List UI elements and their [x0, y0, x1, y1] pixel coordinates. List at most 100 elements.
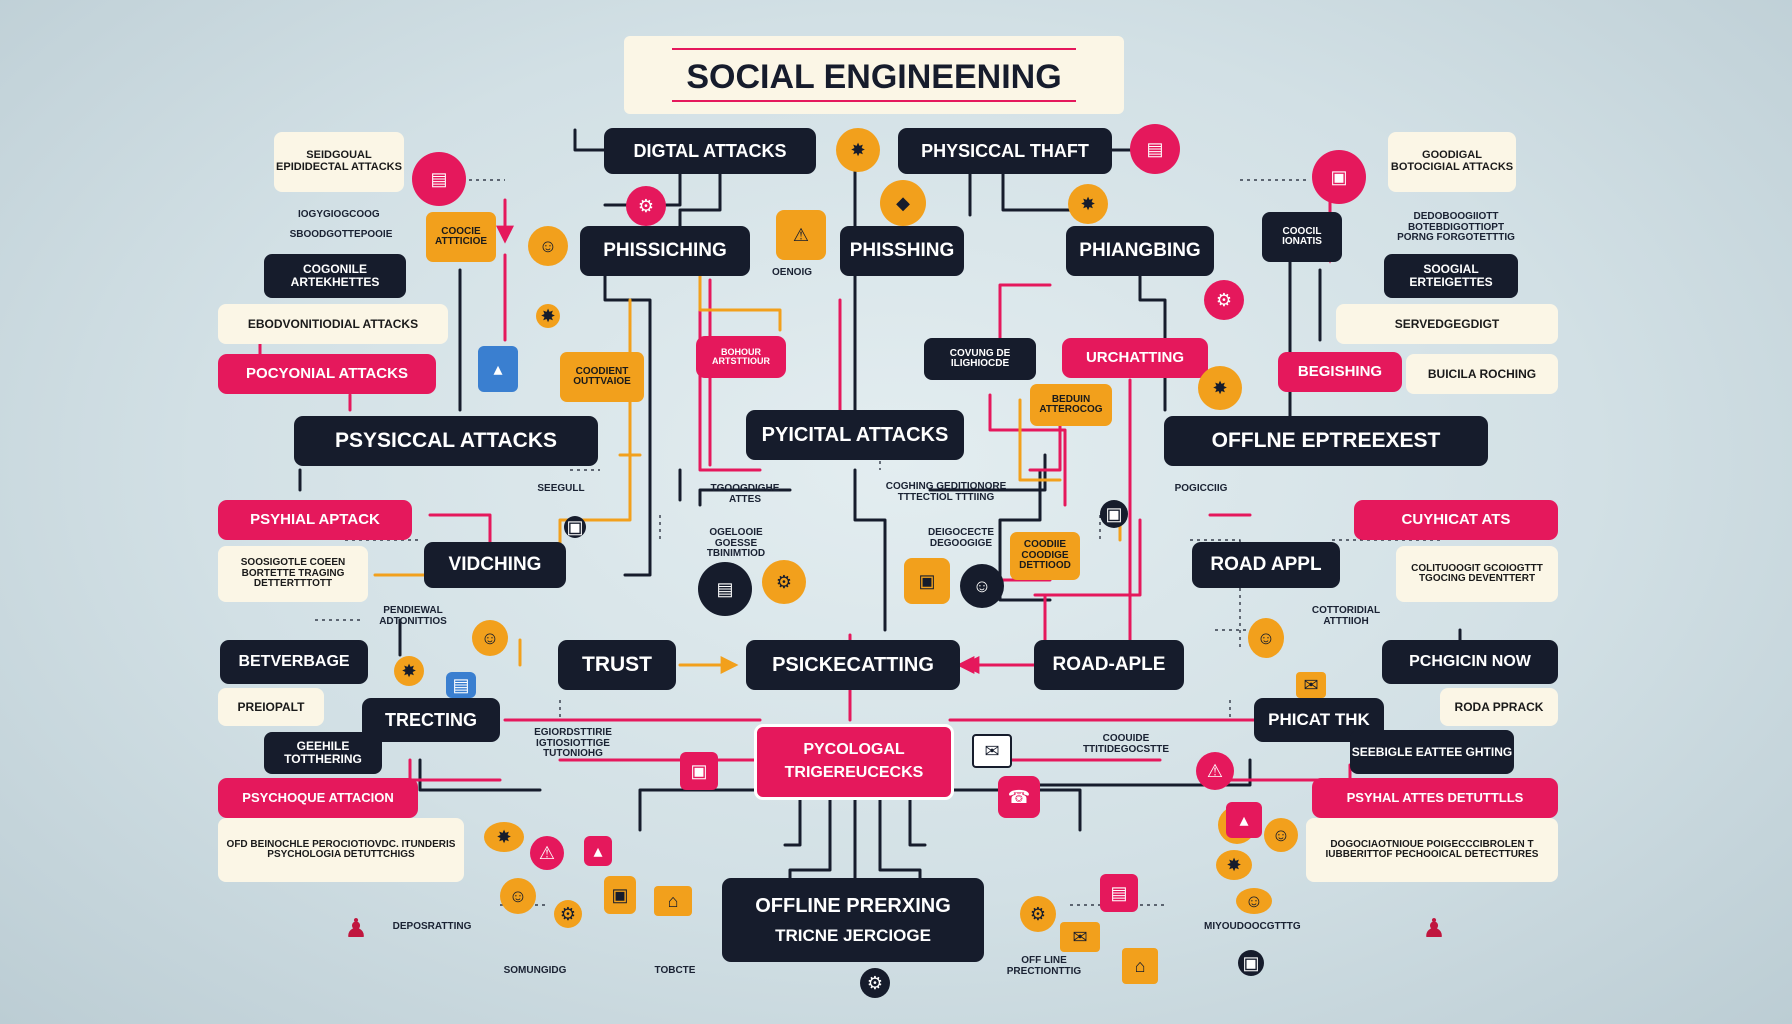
diagram-title: SOCIAL ENGINEENING [624, 36, 1124, 114]
text-t6: COGHING GEDITIONORE TTTECTIOL TTTIING [885, 481, 1007, 503]
node-phisiching: PHISSICHING [580, 226, 750, 276]
envelope-icon: ✉ [1296, 672, 1326, 698]
label-right-long: SERVEDGEGDIGT [1336, 304, 1558, 344]
person-icon: ☺ [1264, 818, 1298, 852]
brain-icon: ✸ [1198, 366, 1242, 410]
person-icon: ☺ [528, 226, 568, 266]
label-covung: COVUNG DE ILIGHIOCDE [924, 338, 1036, 380]
label-soodigal: SOOGIAL ERTEIGETTES [1384, 254, 1518, 298]
shield-icon: ▴ [478, 346, 518, 392]
node-offline-prerexing-title: OFFLINE PRERXING [755, 894, 951, 917]
node-pchgicin-now: PCHGICIN NOW [1382, 640, 1558, 684]
label-cookie: COOCIE ATTTICIOE [426, 212, 496, 262]
label-urchatting: URCHATTING [1062, 338, 1208, 378]
text-t4: PENDIEWAL ADTONITTIOS [379, 605, 447, 627]
brain-icon: ✸ [394, 656, 424, 686]
node-digital-attacks: DIGTAL ATTACKS [604, 128, 816, 174]
lock-icon: ▣ [564, 516, 586, 538]
node-psysical-attacks: PSYSICCAL ATTACKS [294, 416, 598, 466]
gear-icon: ⚙ [554, 900, 582, 928]
label-pink-small: BOHOUR ARTSTTIOUR [696, 336, 786, 378]
camera-icon: ▣ [904, 558, 950, 604]
label-right-mid: COLITUOOGIT GCOIOGTTT TGOCING DEVENTTERT [1396, 546, 1558, 602]
node-vidching: VIDCHING [424, 542, 566, 588]
gear-icon: ⚙ [1204, 280, 1244, 320]
node-trecting: TRECTING [362, 698, 500, 742]
gear-icon: ⚙ [626, 186, 666, 226]
text-t11: POGICCIIG [1174, 483, 1228, 494]
node-psychological-sub: TRIGEREUCECKS [784, 764, 924, 781]
phone-icon: ☎ [998, 776, 1040, 818]
text-t10: COOUIDE TTITIDEGOCSTTE [1082, 733, 1170, 755]
person-icon: ☺ [960, 564, 1004, 608]
envelope-icon: ✉ [972, 734, 1012, 768]
text-t17: TOBCTE [654, 965, 696, 976]
monitor-icon: ▤ [698, 562, 752, 616]
text-t5: TGOOGDIGHE ATTES [710, 483, 780, 505]
title-text: SOCIAL ENGINEENING [686, 58, 1062, 96]
lock-icon: ▣ [680, 752, 718, 790]
brain-icon: ✸ [836, 128, 880, 172]
label-preiopalt: PREIOPALT [218, 688, 324, 726]
person-icon: ☺ [1248, 618, 1284, 658]
person-icon: ♟ [344, 912, 368, 943]
monitor-icon: ▤ [1100, 874, 1138, 912]
lock-icon: ▣ [1312, 150, 1366, 204]
node-psychological-title: PYCOLOGAL [803, 741, 905, 759]
text-t1: IOGYGIOGCOOG [298, 209, 380, 220]
label-left-long: EBODVONITIODIAL ATTACKS [218, 304, 448, 344]
warning-icon: ⚠ [1196, 752, 1234, 790]
brain-icon: ✸ [1216, 850, 1252, 880]
brain-icon: ✸ [1068, 184, 1108, 224]
label-pocyonal-attacks: POCYONIAL ATTACKS [218, 354, 436, 394]
person-icon: ♟ [1422, 912, 1446, 943]
node-road-appl: ROAD APPL [1192, 542, 1340, 588]
node-betverbage: BETVERBAGE [220, 640, 368, 684]
node-offline-prerexing: OFFLINE PRERXING TRICNE JERCIOGE [722, 878, 984, 962]
label-left-mid: SOOSIGOTLE COEEN BORTETTE TRAGING DETTER… [218, 546, 368, 602]
text-t12: COTTORIDIAL ATTTIIOH [1311, 605, 1381, 627]
shield-icon: ▴ [584, 836, 612, 866]
text-t3: SEEGULL [537, 483, 585, 494]
node-trust: TRUST [558, 640, 676, 690]
text-t8: OGELOOIE GOESSE TBINIMTIOD [706, 527, 766, 559]
node-road-aple: ROAD-APLE [1034, 640, 1184, 690]
text-t19: MIYOUDOOCGTTTG [1204, 921, 1301, 932]
node-offline-prerexing-sub: TRICNE JERCIOGE [775, 925, 931, 945]
laptop-icon: ▤ [1130, 124, 1180, 174]
title-rule-bottom [672, 100, 1076, 102]
gear-icon: ⚙ [762, 560, 806, 604]
node-offline-eptreexest: OFFLNE EPTREEXEST [1164, 416, 1488, 466]
label-psyhial-aptack: PSYHIAL APTACK [218, 500, 412, 540]
node-physical-theft: PHYSICCAL THAFT [898, 128, 1112, 174]
label-right-top: GOODIGAL BOTOCIGIAL ATTACKS [1388, 132, 1516, 192]
label-geehile: GEEHILE TOTTHERING [264, 732, 382, 774]
house-icon: ⌂ [654, 886, 692, 916]
warning-icon: ⚠ [776, 210, 826, 260]
lock-icon: ▣ [604, 876, 636, 914]
text-t13: DEDOBOOGIIOTT BOTEBDIGOTTIOPT PORNG FORG… [1397, 211, 1515, 243]
brain-icon: ✸ [484, 822, 524, 852]
text-t18: OFF LINE PRECTIONTTIG [1006, 955, 1082, 977]
text-t15: DEPOSRATTING [392, 921, 472, 932]
node-pyicital-attacks: PYICITAL ATTACKS [746, 410, 964, 460]
gear-icon: ⚙ [860, 968, 890, 998]
shield-icon: ▴ [1226, 802, 1262, 838]
label-cognal: COOCIL IONATIS [1262, 212, 1342, 262]
laptop-icon: ▤ [412, 152, 466, 206]
label-roda-prack: RODA PPRACK [1440, 688, 1558, 726]
bug-icon: ◆ [880, 180, 926, 226]
camera-icon: ▣ [1100, 500, 1128, 528]
text-t9: EGIORDSTTIRIE IGTIOSIOTTIGE TUTONIOHG [534, 727, 612, 759]
envelope-icon: ✉ [1060, 922, 1100, 952]
label-psyhal-attes: PSYHAL ATTES DETUTTLLS [1312, 778, 1558, 818]
label-coodie: COODIIE COODIGE DETTIOOD [1010, 532, 1080, 580]
label-cogonile: COGONILE ARTEKHETTES [264, 254, 406, 298]
label-left-top: SEIDGOUAL EPIDIDECTAL ATTACKS [274, 132, 404, 192]
house-icon: ⌂ [1122, 948, 1158, 984]
person-icon: ☺ [500, 878, 536, 914]
person-icon: ☺ [1236, 888, 1272, 914]
label-cuyhicat-ats: CUYHICAT ATS [1354, 500, 1558, 540]
text-t7: DEIGOCECTE DEGOOGIGE [927, 527, 995, 549]
